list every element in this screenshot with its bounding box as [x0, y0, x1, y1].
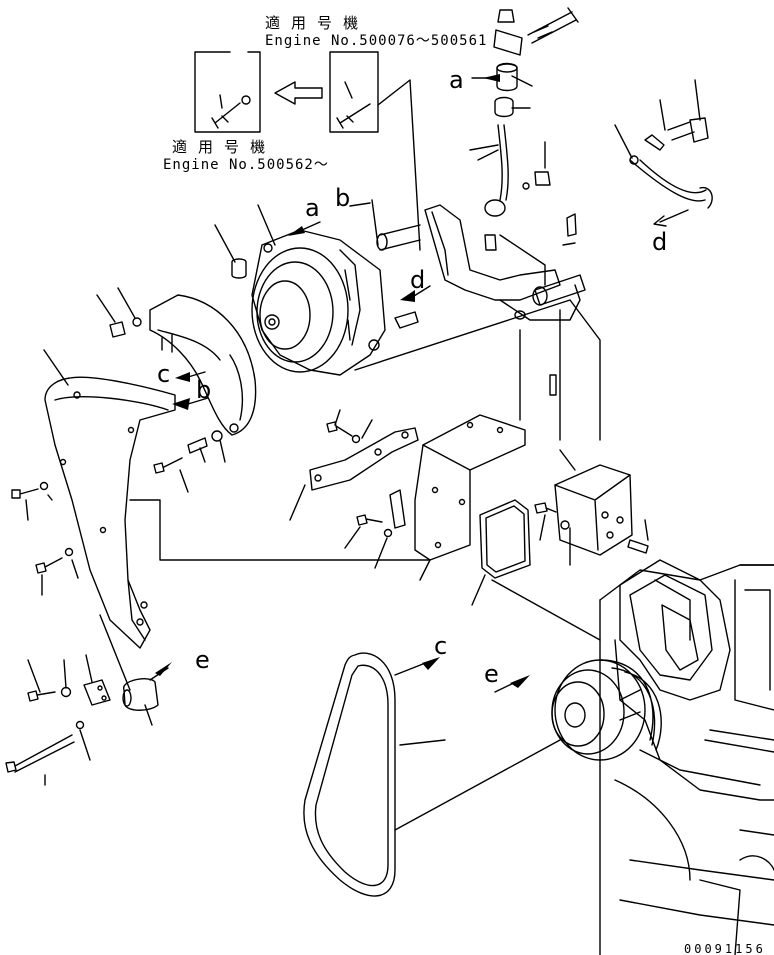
belt-guard: [43, 349, 176, 649]
left-applicable-title: 適 用 号 機: [172, 138, 267, 156]
crank-pulley: [551, 659, 662, 761]
wire-harness: [614, 79, 713, 227]
ref-letter-a-mid: a: [305, 194, 320, 222]
left-engine-number: Engine No.500562～: [163, 157, 329, 173]
reference-arrows: [149, 74, 530, 693]
ref-letter-b-top: b: [335, 184, 351, 212]
document-number: 00091156: [684, 942, 766, 955]
ref-letter-d-right: d: [652, 228, 668, 256]
top-engine-number: Engine No.500076～500561: [265, 33, 488, 49]
leader-line: [377, 79, 421, 251]
ref-letter-c-belt: c: [434, 632, 448, 660]
v-belt: [303, 652, 561, 897]
ref-letter-c-mid: c: [157, 360, 171, 388]
top-applicable-title: 適 用 号 機: [265, 14, 360, 32]
inset-old-bolt-box: [329, 51, 379, 133]
support-box: [344, 414, 526, 581]
mounting-block: [534, 374, 649, 566]
gasket: [471, 499, 531, 606]
guard-bolts: [11, 430, 226, 596]
engine-block: [599, 559, 774, 955]
leader-line: [371, 199, 379, 246]
ref-letter-a-top: a: [449, 66, 464, 94]
leader-lines: [354, 299, 601, 441]
top-bolt-assembly: [493, 7, 579, 118]
tension-bracket: [289, 409, 419, 521]
alternator-mount-bracket: [376, 204, 586, 321]
leader-lines: [129, 499, 601, 641]
ref-letter-b-mid: b: [196, 376, 212, 404]
belt-cover: [149, 294, 257, 436]
adjusting-rod: [469, 124, 551, 217]
inset-new-bolt-box: [194, 50, 261, 133]
alternator: [214, 204, 419, 376]
mount-nuts: [96, 287, 142, 338]
ref-letter-e-left: e: [195, 646, 210, 674]
ref-letter-e-pulley: e: [484, 660, 499, 688]
lower-bolts: [5, 614, 159, 786]
replacement-arrow-icon: [274, 81, 323, 105]
ref-letter-d-mid: d: [410, 266, 426, 294]
